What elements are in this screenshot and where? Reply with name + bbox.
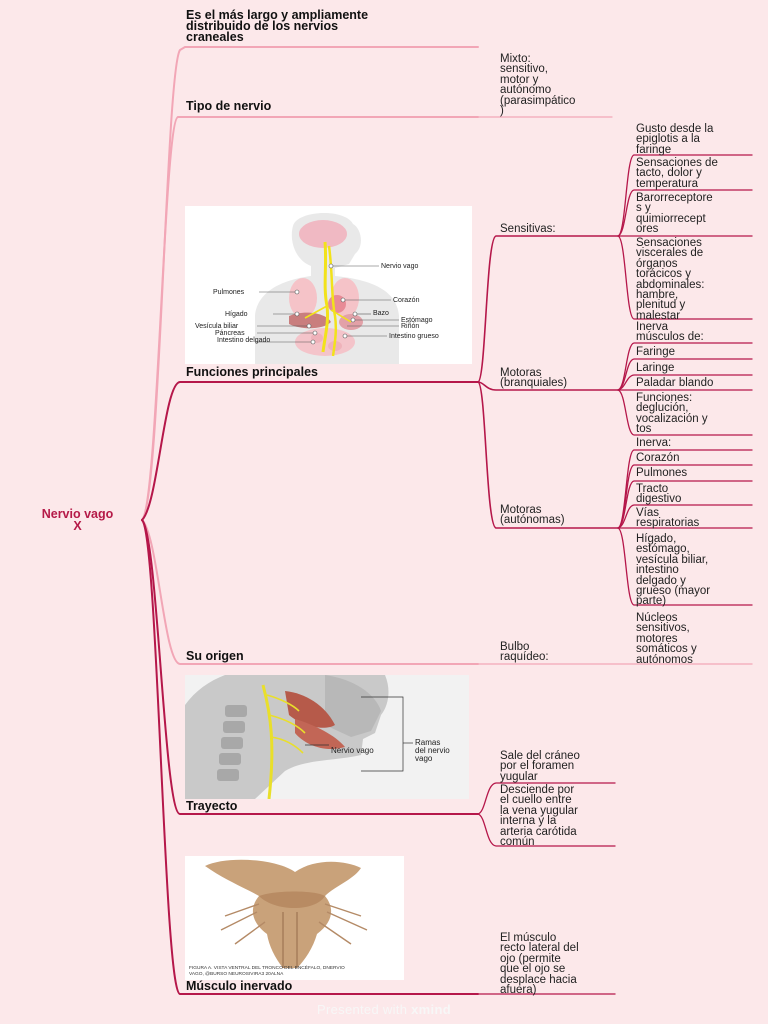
topic-auto-item[interactable]: Inerva: bbox=[636, 437, 672, 449]
fig1-label-pancreas: Páncreas bbox=[215, 330, 245, 337]
figure-vagus-organs: Nervio vago Pulmones Corazón Hígado Bazo… bbox=[185, 206, 472, 364]
topic-sens-item[interactable]: Gusto desde la epiglotis a la faringe bbox=[636, 123, 714, 156]
topic-su-origen[interactable]: Su origen bbox=[186, 649, 244, 663]
topic-branq-item[interactable]: Faringe bbox=[636, 346, 675, 358]
topic-auto-item[interactable]: Pulmones bbox=[636, 467, 688, 479]
topic-description[interactable]: Es el más largo y ampliamente distribuid… bbox=[186, 8, 369, 44]
topic-branq-item[interactable]: Laringe bbox=[636, 362, 675, 374]
fig1-label-corazon: Corazón bbox=[393, 297, 420, 304]
fig1-label-pulmones: Pulmones bbox=[213, 289, 245, 296]
topic-trayecto-item-1[interactable]: Sale del cráneo por el foramen yugular bbox=[500, 750, 580, 783]
presented-with-footer: Presented with xmind bbox=[0, 1002, 768, 1017]
link-musculo bbox=[141, 519, 479, 995]
fig2-label-nervio-vago: Nervio vago bbox=[331, 746, 374, 755]
topic-auto-item[interactable]: Vías respiratorias bbox=[636, 507, 700, 530]
fig3-caption-2: VAGO, @BURSO NEUROSIVIRA3 20ALNA bbox=[189, 971, 284, 977]
fig2-label-ramas-3: vago bbox=[415, 754, 433, 763]
link-trayecto bbox=[141, 519, 479, 815]
fig1-label-higado: Hígado bbox=[225, 311, 248, 318]
fig1-label-vesicula: Vesícula biliar bbox=[195, 323, 239, 330]
fig1-label-intestino-delgado: Intestino delgado bbox=[217, 337, 270, 344]
figure-brainstem: FIGURA A. VISTA VENTRAL DEL TRONCO DEL E… bbox=[185, 856, 404, 980]
topic-sens-item[interactable]: Sensaciones viscerales de órganos toráci… bbox=[636, 237, 705, 322]
topic-branq-item[interactable]: Paladar blando bbox=[636, 377, 714, 389]
link-sensitivas bbox=[477, 235, 619, 383]
link-funciones bbox=[141, 381, 479, 521]
topic-auto-item[interactable]: Corazón bbox=[636, 452, 680, 464]
link-autonomas bbox=[477, 381, 619, 529]
topic-trayecto-item-2[interactable]: Desciende por el cuello entre la vena yu… bbox=[500, 784, 578, 849]
fig2-label-ramas-2: del nervio bbox=[415, 746, 450, 755]
fig1-label-bazo: Bazo bbox=[373, 310, 389, 317]
link-branquiales bbox=[477, 381, 619, 391]
topic-trayecto[interactable]: Trayecto bbox=[186, 799, 238, 813]
xmind-brand: xmind bbox=[411, 1002, 451, 1017]
topic-tipo-child[interactable]: Mixto: sensitivo, motor y autónomo (para… bbox=[500, 53, 576, 118]
fig1-label-estomago: Estómago bbox=[401, 317, 433, 324]
topic-musculo-inervado[interactable]: Músculo inervado bbox=[186, 979, 293, 993]
fig1-label-nervio-vago: Nervio vago bbox=[381, 263, 418, 270]
topic-sensitivas[interactable]: Sensitivas: bbox=[500, 223, 556, 235]
fig1-label-intestino-grueso: Intestino grueso bbox=[389, 333, 439, 340]
root-topic[interactable]: Nervio vago X bbox=[41, 507, 114, 533]
topic-auto-item[interactable]: Tracto digestivo bbox=[636, 483, 682, 506]
fig3-caption-1: FIGURA A. VISTA VENTRAL DEL TRONCO DEL E… bbox=[189, 964, 345, 971]
topic-sens-item[interactable]: Barorreceptore s y quimiorrecept ores bbox=[636, 192, 713, 236]
topic-tipo-de-nervio[interactable]: Tipo de nervio bbox=[186, 99, 272, 113]
topic-branq-item[interactable]: Inerva músculos de: bbox=[636, 321, 704, 344]
figure-vagus-neck: Nervio vago Ramas del nervio vago bbox=[185, 675, 469, 799]
fig1-label-rinon: Riñón bbox=[401, 323, 419, 330]
topic-origen-grandchild[interactable]: Núcleos sensitivos, motores somáticos y … bbox=[636, 612, 697, 666]
footer-prefix: Presented with bbox=[317, 1002, 408, 1017]
topic-auto-item[interactable]: Hígado, estómago, vesícula biliar, intes… bbox=[636, 533, 711, 608]
topic-sens-item[interactable]: Sensaciones de tacto, dolor y temperatur… bbox=[636, 157, 718, 190]
topic-bulbo-raquideo[interactable]: Bulbo raquídeo: bbox=[500, 641, 549, 664]
fig2-label-ramas-1: Ramas bbox=[415, 738, 440, 747]
topic-motoras-branquiales[interactable]: Motoras (branquiales) bbox=[500, 367, 568, 390]
link-origen bbox=[141, 519, 479, 665]
topic-funciones-principales[interactable]: Funciones principales bbox=[186, 365, 318, 379]
topic-musculo-child[interactable]: El músculo recto lateral del ojo (permit… bbox=[500, 932, 579, 997]
link-tipo bbox=[141, 116, 479, 521]
topic-branq-item[interactable]: Funciones: deglución, vocalización y tos bbox=[636, 392, 708, 436]
topic-motoras-autonomas[interactable]: Motoras (autónomas) bbox=[500, 504, 565, 527]
